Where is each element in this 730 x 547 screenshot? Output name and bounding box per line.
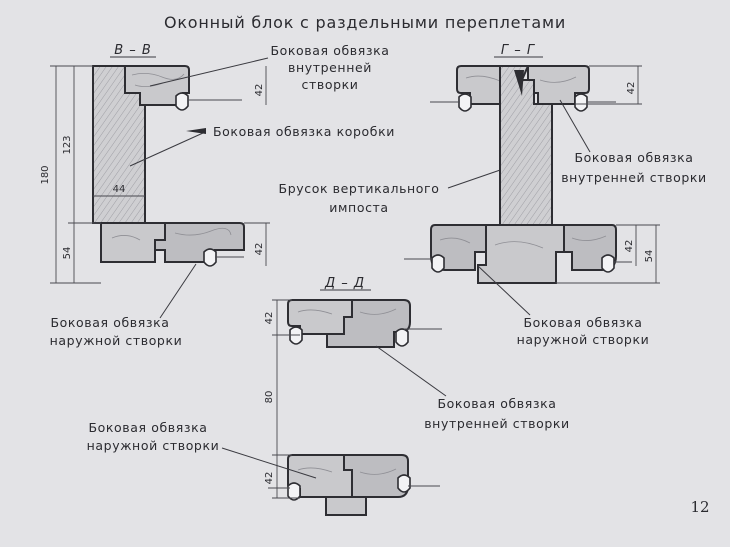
dd-top-glass-right: [395, 328, 409, 347]
label-outer-sash-3-l2: наружной створки: [87, 438, 220, 453]
leader-inner-sash-2: [559, 99, 591, 153]
gg-outer-glass-right: [601, 254, 615, 273]
bb-dim-123: 123: [62, 135, 73, 154]
leader-outer-sash-1: [159, 263, 197, 319]
gg-inner-sash-grain: [465, 75, 577, 83]
label-frame-box: Боковая обвязка коробки: [213, 124, 395, 139]
bb-outer-glass-bead: [203, 248, 217, 267]
label-outer-sash-1-l2: наружной створки: [50, 333, 183, 348]
dd-bottom-sash-foot: [325, 496, 367, 516]
gg-inner-glass-right: [574, 93, 588, 112]
label-outer-sash-2-l1: Боковая обвязка: [523, 315, 642, 330]
gg-mullion-foot: [477, 224, 565, 284]
dd-dim-80: 80: [264, 391, 275, 404]
leader-outer-sash-3: [221, 447, 317, 479]
frame-box-arrow: [186, 128, 206, 134]
dd-bottom-glass-right: [397, 474, 411, 493]
dd-bottom-grain: [297, 467, 397, 475]
section-gg: Г – Г 42 42 54: [404, 43, 660, 284]
leader-mullion: [447, 167, 507, 189]
bb-dim-42b: 42: [254, 243, 265, 256]
bb-dim-180: 180: [40, 165, 51, 184]
gg-mullion-groove: [514, 70, 524, 96]
leader-inner-sash-1: [149, 57, 269, 87]
section-dd-label: Д – Д: [324, 276, 365, 291]
dd-bottom-sash-right: [343, 454, 409, 498]
dd-top-glass-left: [289, 326, 303, 345]
label-outer-sash-2-l2: наружной створки: [517, 332, 650, 347]
label-inner-sash-1-l2: внутренней: [288, 60, 372, 75]
section-dd: Д – Д 42 80 42: [264, 276, 442, 516]
label-inner-sash-3-l1: Боковая обвязка: [437, 396, 556, 411]
bb-dim-42a: 42: [254, 84, 265, 97]
section-gg-label: Г – Г: [501, 43, 536, 58]
gg-dim-42b: 42: [624, 240, 635, 253]
dd-dim-42a: 42: [264, 312, 275, 325]
bb-outer-sash-grain: [111, 227, 232, 241]
gg-dim-42a: 42: [626, 82, 637, 95]
bb-inner-glass-bead: [175, 92, 189, 111]
label-inner-sash-1-l3: створки: [302, 77, 359, 92]
label-inner-sash-3-l2: внутренней створки: [424, 416, 570, 431]
label-outer-sash-3-l1: Боковая обвязка: [88, 420, 207, 435]
dd-bottom-glass-left: [287, 482, 301, 501]
bb-frame-foot: [100, 222, 166, 263]
page-number: 12: [690, 498, 709, 516]
gg-outer-sash-grain: [439, 235, 607, 249]
gg-inner-glass-left: [458, 93, 472, 112]
dd-top-grain: [297, 308, 397, 315]
bb-inner-sash: [124, 65, 190, 106]
leader-inner-sash-3: [375, 345, 447, 397]
bb-dim-54: 54: [62, 247, 73, 260]
page-title: Оконный блок с раздельными переплетами: [164, 13, 566, 32]
label-inner-sash-2-l2: внутренней створки: [561, 170, 707, 185]
section-bb-label: В – В: [114, 43, 152, 58]
label-mullion-l1: Брусок вертикального: [279, 181, 440, 196]
dd-top-sash-left: [287, 299, 353, 335]
dd-dim-42b: 42: [264, 472, 275, 485]
leader-outer-sash-2: [477, 265, 531, 316]
gg-dim-54: 54: [644, 250, 655, 263]
label-inner-sash-2-l1: Боковая обвязка: [574, 150, 693, 165]
gg-outer-glass-left: [431, 254, 445, 273]
leader-frame-box: [129, 132, 204, 167]
label-inner-sash-1-l1: Боковая обвязка: [270, 43, 389, 58]
label-mullion-l2: импоста: [329, 200, 388, 215]
label-outer-sash-1-l1: Боковая обвязка: [50, 315, 169, 330]
bb-dim-44: 44: [113, 184, 126, 195]
section-bb: В – В 180 123 54 44 42 42: [40, 43, 270, 284]
